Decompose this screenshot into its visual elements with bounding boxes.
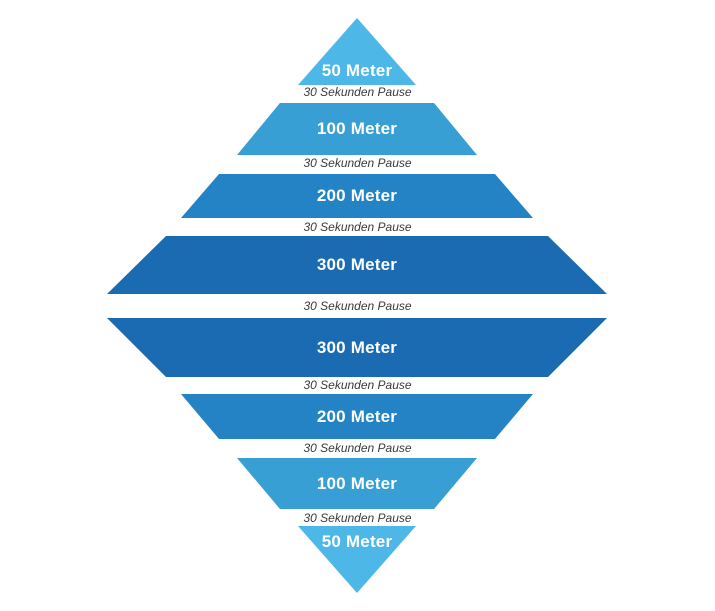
pause-label-7: 30 Sekunden Pause: [303, 511, 412, 525]
segment-300m-1: 300 Meter: [107, 236, 607, 294]
segment-label-50m-2: 50 Meter: [321, 532, 393, 551]
segment-50m-2: 50 Meter: [298, 526, 416, 593]
segment-label-100m-1: 100 Meter: [316, 119, 398, 138]
segment-200m-1: 200 Meter: [181, 174, 533, 218]
segment-300m-2: 300 Meter: [107, 318, 607, 377]
segment-100m-2: 100 Meter: [237, 458, 477, 509]
segment-label-100m-2: 100 Meter: [316, 473, 398, 493]
segment-50m-1: 50 Meter: [298, 18, 416, 85]
pause-label-6: 30 Sekunden Pause: [303, 441, 412, 455]
pause-label-1: 30 Sekunden Pause: [303, 85, 412, 99]
segment-label-50m-1: 50 Meter: [321, 61, 393, 80]
pause-label-3: 30 Sekunden Pause: [303, 220, 412, 234]
pause-label-2: 30 Sekunden Pause: [303, 156, 412, 170]
segment-label-300m-1: 300 Meter: [316, 255, 398, 274]
segment-label-200m-1: 200 Meter: [316, 186, 398, 205]
segment-100m-1: 100 Meter: [237, 103, 477, 155]
segment-label-300m-2: 300 Meter: [316, 337, 398, 357]
segment-200m-2: 200 Meter: [181, 394, 533, 439]
pause-label-4: 30 Sekunden Pause: [303, 299, 412, 313]
segment-label-200m-2: 200 Meter: [316, 406, 398, 426]
pause-label-5: 30 Sekunden Pause: [303, 378, 412, 392]
